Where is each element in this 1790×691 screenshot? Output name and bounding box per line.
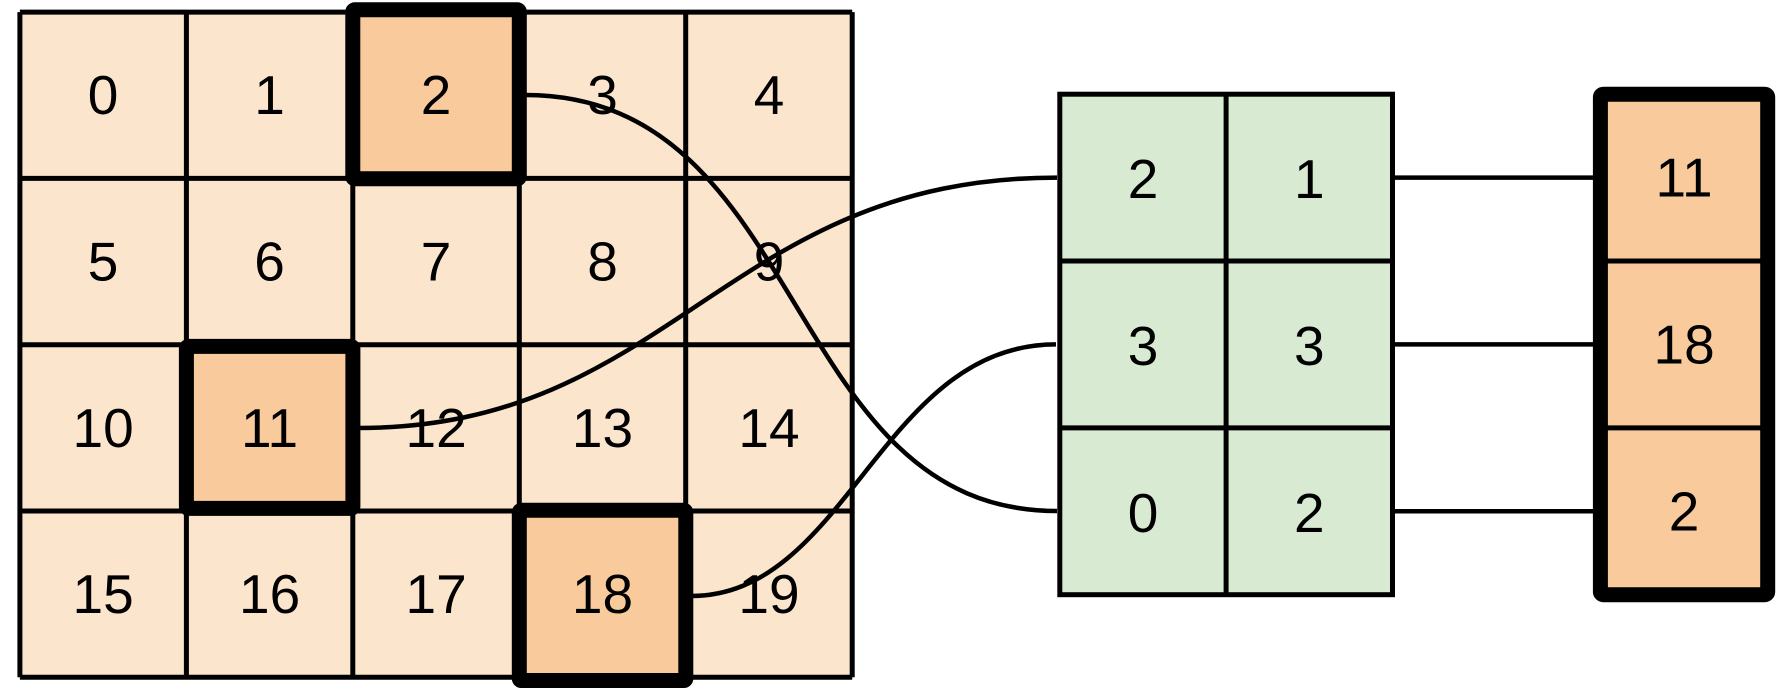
svg-text:3: 3 — [587, 64, 618, 126]
svg-text:13: 13 — [572, 397, 633, 459]
svg-text:18: 18 — [1654, 313, 1715, 375]
svg-text:2: 2 — [421, 64, 452, 126]
svg-text:11: 11 — [241, 397, 298, 459]
svg-text:0: 0 — [1128, 482, 1159, 544]
svg-text:8: 8 — [587, 231, 618, 293]
svg-text:2: 2 — [1294, 482, 1325, 544]
svg-text:2: 2 — [1669, 480, 1700, 542]
svg-text:11: 11 — [1656, 147, 1713, 209]
svg-text:12: 12 — [406, 397, 467, 459]
svg-text:18: 18 — [572, 563, 633, 625]
svg-text:15: 15 — [73, 563, 134, 625]
svg-text:4: 4 — [754, 64, 785, 126]
svg-text:14: 14 — [738, 397, 799, 459]
svg-text:7: 7 — [421, 231, 452, 293]
svg-text:17: 17 — [406, 563, 467, 625]
svg-text:16: 16 — [239, 563, 300, 625]
svg-text:5: 5 — [88, 231, 119, 293]
svg-text:0: 0 — [88, 64, 119, 126]
svg-text:2: 2 — [1128, 148, 1159, 210]
svg-text:3: 3 — [1128, 315, 1159, 377]
svg-text:6: 6 — [254, 231, 285, 293]
svg-text:10: 10 — [73, 397, 134, 459]
svg-text:1: 1 — [254, 64, 285, 126]
svg-text:3: 3 — [1294, 315, 1325, 377]
svg-text:1: 1 — [1294, 148, 1325, 210]
